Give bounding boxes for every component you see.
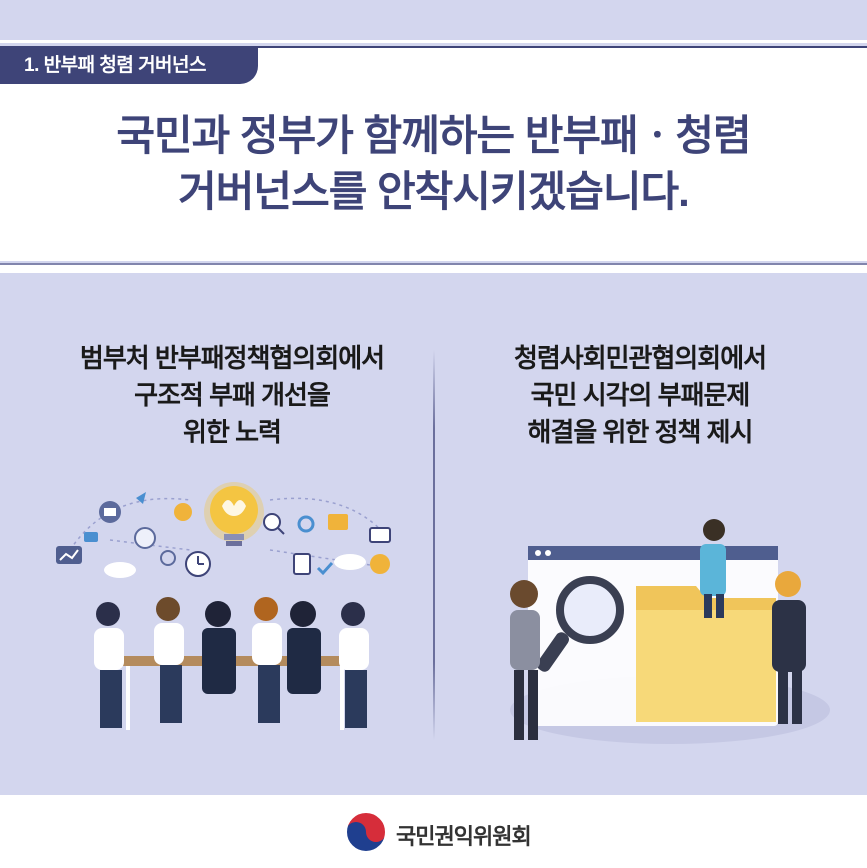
top-separator [0,40,867,43]
org-name: 국민권익위원회 [396,824,532,849]
footer [0,795,867,868]
left-line-1: 범부처 반부패정책협의회에서 [79,343,385,373]
meeting-lightbulb-icon [56,482,391,730]
left-line-3: 위한 노력 [183,417,282,447]
magnifier-folder-icon [510,519,830,744]
right-line-3: 해결을 위한 정책 제시 [527,417,754,447]
headline-line-2: 거버넌스를 안착시키겠습니다. [178,168,690,215]
taegeuk-icon [345,811,387,853]
right-line-2: 국민 시각의 부패문제 [530,380,751,410]
column-divider [433,350,435,740]
right-column-text: 청렴사회민관협의회에서 국민 시각의 부패문제 해결을 위한 정책 제시 [430,340,850,451]
headline: 국민과 정부가 함께하는 반부패ㆍ청렴 거버넌스를 안착시키겠습니다. [0,108,867,220]
section-tag: 1. 반부패 청렴 거버넌스 [0,48,258,84]
right-line-1: 청렴사회민관협의회에서 [513,343,767,373]
headline-line-1: 국민과 정부가 함께하는 반부패ㆍ청렴 [116,112,751,159]
top-band [0,0,867,36]
mid-gap [0,265,867,273]
left-column-text: 범부처 반부패정책협의회에서 구조적 부패 개선을 위한 노력 [22,340,442,451]
mid-rule [0,263,867,265]
left-line-2: 구조적 부패 개선을 [134,380,331,410]
top-rule [0,46,867,48]
